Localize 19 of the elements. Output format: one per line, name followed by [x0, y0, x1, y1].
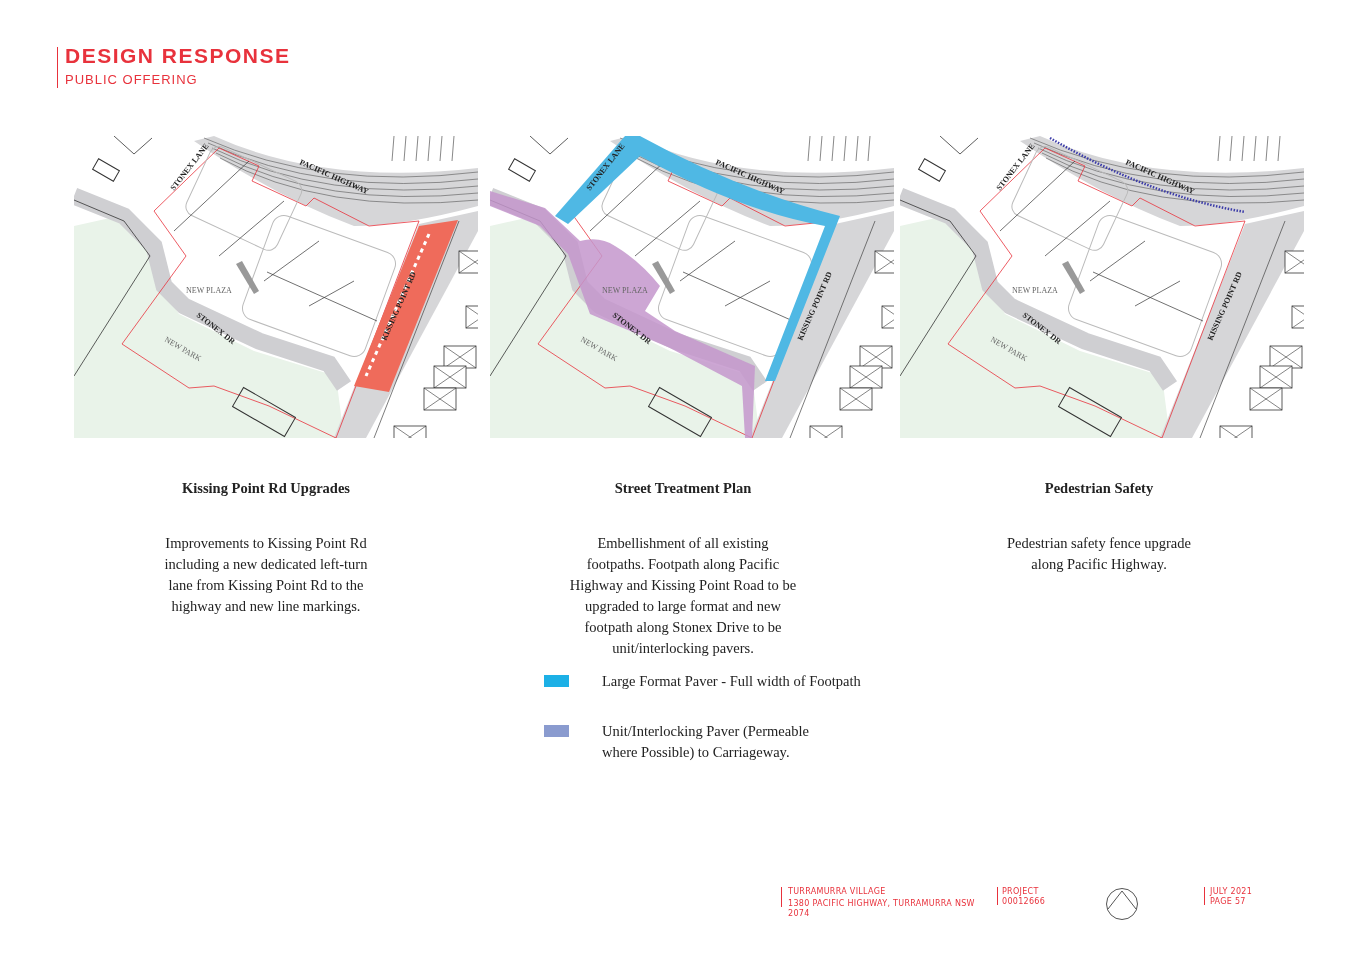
legend-text: Large Format Paver - Full width of Footpath [602, 672, 862, 691]
footer-text: 00012666 [1002, 897, 1046, 907]
panel-heading: Street Treatment Plan [613, 480, 753, 497]
area-label: NEW PLAZA [602, 286, 648, 295]
panel-description: Pedestrian safety fence upgrade along Pacific Highway. [1006, 534, 1192, 574]
footer-text: TURRAMURRA VILLAGE [788, 887, 886, 897]
footer-text: JULY 2021 [1210, 887, 1253, 897]
panel-heading: Pedestrian Safety [1043, 480, 1155, 497]
page-subtitle: PUBLIC OFFERING [65, 72, 198, 87]
panel-heading: Kissing Point Rd Upgrades [181, 480, 351, 497]
panel-description: Embellishment of all existing footpaths. Footpath along Pacific Highway and Kissing Point Road to be upgraded to large format and new footpath along Stonex Drive to be unit/interlocking pavers. [568, 534, 798, 658]
page-title: DESIGN RESPONSE [65, 44, 291, 68]
footer-text: PROJECT [1002, 887, 1039, 897]
area-label: NEW PLAZA [1012, 286, 1058, 295]
panel-description: Improvements to Kissing Point Rd including a new dedicated left-turn lane from Kissing Point Rd to the highway and new line markings. [163, 534, 369, 616]
footer-text: 1380 PACIFIC HIGHWAY, TURRAMURRA NSW 2074 [788, 899, 976, 919]
footer-text: PAGE 57 [1210, 897, 1246, 907]
legend-text: Unit/Interlocking Paver (Permeable where Possible) to Carriageway. [602, 722, 810, 762]
area-label: NEW PLAZA [186, 286, 232, 295]
